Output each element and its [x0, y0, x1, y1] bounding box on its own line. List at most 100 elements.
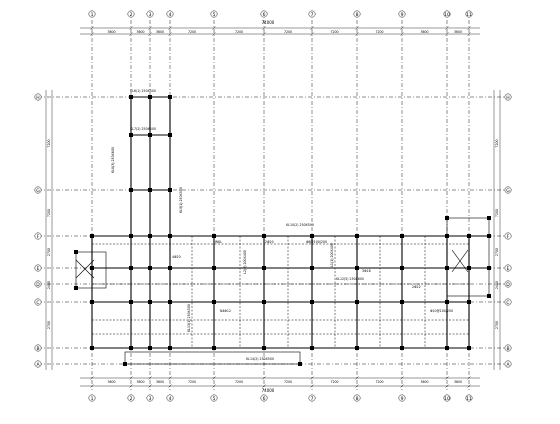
- column: [90, 266, 94, 270]
- dimension-tick: [445, 376, 449, 380]
- grid-bubble: [88, 10, 96, 18]
- grid-bubble: [443, 10, 451, 18]
- dimension-tick: [467, 384, 471, 388]
- beam-annotation: KL9(1) 250X500: [179, 187, 183, 213]
- beam-annotation: KL7(2) 250X500: [130, 127, 156, 131]
- grid-bubble: [465, 10, 473, 18]
- grid-bubble-label: 2: [130, 396, 133, 402]
- dimension-label: 2400: [47, 281, 51, 289]
- dimension-label: 7200: [330, 380, 338, 384]
- dimension-tick: [400, 32, 404, 36]
- grid-bubble-label: G: [36, 188, 40, 194]
- grid-bubble: [34, 360, 42, 368]
- dimension-tick: [90, 26, 94, 30]
- column: [355, 300, 359, 304]
- stair-mark: [75, 259, 95, 279]
- column: [148, 300, 152, 304]
- column: [310, 266, 314, 270]
- column: [262, 300, 266, 304]
- grid-bubble-label: C: [36, 300, 39, 306]
- column: [129, 95, 133, 99]
- beam-note: N4Φ12: [220, 309, 231, 313]
- dimension-tick: [445, 32, 449, 36]
- grid-bubble: [504, 93, 512, 101]
- column: [445, 216, 449, 220]
- grid-bubble: [504, 186, 512, 194]
- dimension-tick: [400, 376, 404, 380]
- grid-bubble-label: E: [507, 266, 510, 272]
- dimension-tick: [90, 32, 94, 36]
- dimension-tick: [168, 26, 172, 30]
- dimension-tick: [467, 376, 471, 380]
- column: [487, 216, 491, 220]
- grid-bubble: [34, 186, 42, 194]
- dimension-label: 3600: [420, 30, 428, 34]
- column: [487, 266, 491, 270]
- dimension-label: 7200: [188, 30, 196, 34]
- dimension-tick: [148, 384, 152, 388]
- dimension-label: 3600: [454, 380, 462, 384]
- column: [355, 266, 359, 270]
- dimension-tick: [310, 376, 314, 380]
- grid-bubble: [398, 10, 406, 18]
- grid-bubble: [34, 232, 42, 240]
- column: [123, 362, 127, 366]
- column: [148, 234, 152, 238]
- dimension-label: 7200: [495, 139, 499, 147]
- column: [400, 234, 404, 238]
- dimension-label: 7200: [284, 30, 292, 34]
- grid-bubble: [146, 394, 154, 402]
- beam-note: 2Φ20: [265, 240, 274, 244]
- column: [355, 346, 359, 350]
- column: [168, 95, 172, 99]
- grid-bubble-label: 9: [401, 396, 404, 402]
- grid-bubble: [34, 298, 42, 306]
- column: [74, 250, 78, 254]
- dimension-label: 2700: [47, 248, 51, 256]
- dimension-tick: [355, 376, 359, 380]
- dimension-tick: [445, 384, 449, 388]
- column: [487, 294, 491, 298]
- grid-bubble-label: 5: [213, 12, 216, 18]
- columns: [74, 95, 491, 366]
- grid-bubble: [146, 10, 154, 18]
- grid-bubble: [127, 394, 135, 402]
- beam-note: 2Φ22: [412, 285, 421, 289]
- dimension-tick: [262, 26, 266, 30]
- column: [467, 234, 471, 238]
- dimension-label: 2700: [495, 321, 499, 329]
- beam-note: 4Φ20: [172, 255, 181, 259]
- column: [262, 346, 266, 350]
- column: [129, 234, 133, 238]
- dimension-label: 7200: [47, 209, 51, 217]
- grid-bubble: [398, 394, 406, 402]
- dimension-label: 3600: [136, 380, 144, 384]
- column: [400, 266, 404, 270]
- grid-bubble: [34, 93, 42, 101]
- beam-annotation: KL14(2) 250X500: [246, 357, 274, 361]
- grid-bubble-label: 4: [169, 12, 172, 18]
- column: [148, 346, 152, 350]
- column: [168, 188, 172, 192]
- grid-bubble: [465, 394, 473, 402]
- column: [148, 133, 152, 137]
- dimension-tick: [310, 384, 314, 388]
- bottom-overall-dimension: 74000: [262, 388, 275, 393]
- dimension-tick: [262, 376, 266, 380]
- column: [445, 300, 449, 304]
- column: [400, 300, 404, 304]
- beam-note: Φ10@100/200: [430, 309, 453, 313]
- column: [74, 286, 78, 290]
- grid-bubble-label: E: [37, 266, 40, 272]
- grid-bubble-label: 1: [91, 396, 94, 402]
- grid-bubble-label: 11: [466, 396, 472, 402]
- grid-bubble-label: 11: [466, 12, 472, 18]
- grid-bubble-label: 3: [149, 396, 152, 402]
- dimension-tick: [310, 32, 314, 36]
- dimension-label: 3600: [156, 30, 164, 34]
- grid-bubble-label: 4: [169, 396, 172, 402]
- column: [487, 234, 491, 238]
